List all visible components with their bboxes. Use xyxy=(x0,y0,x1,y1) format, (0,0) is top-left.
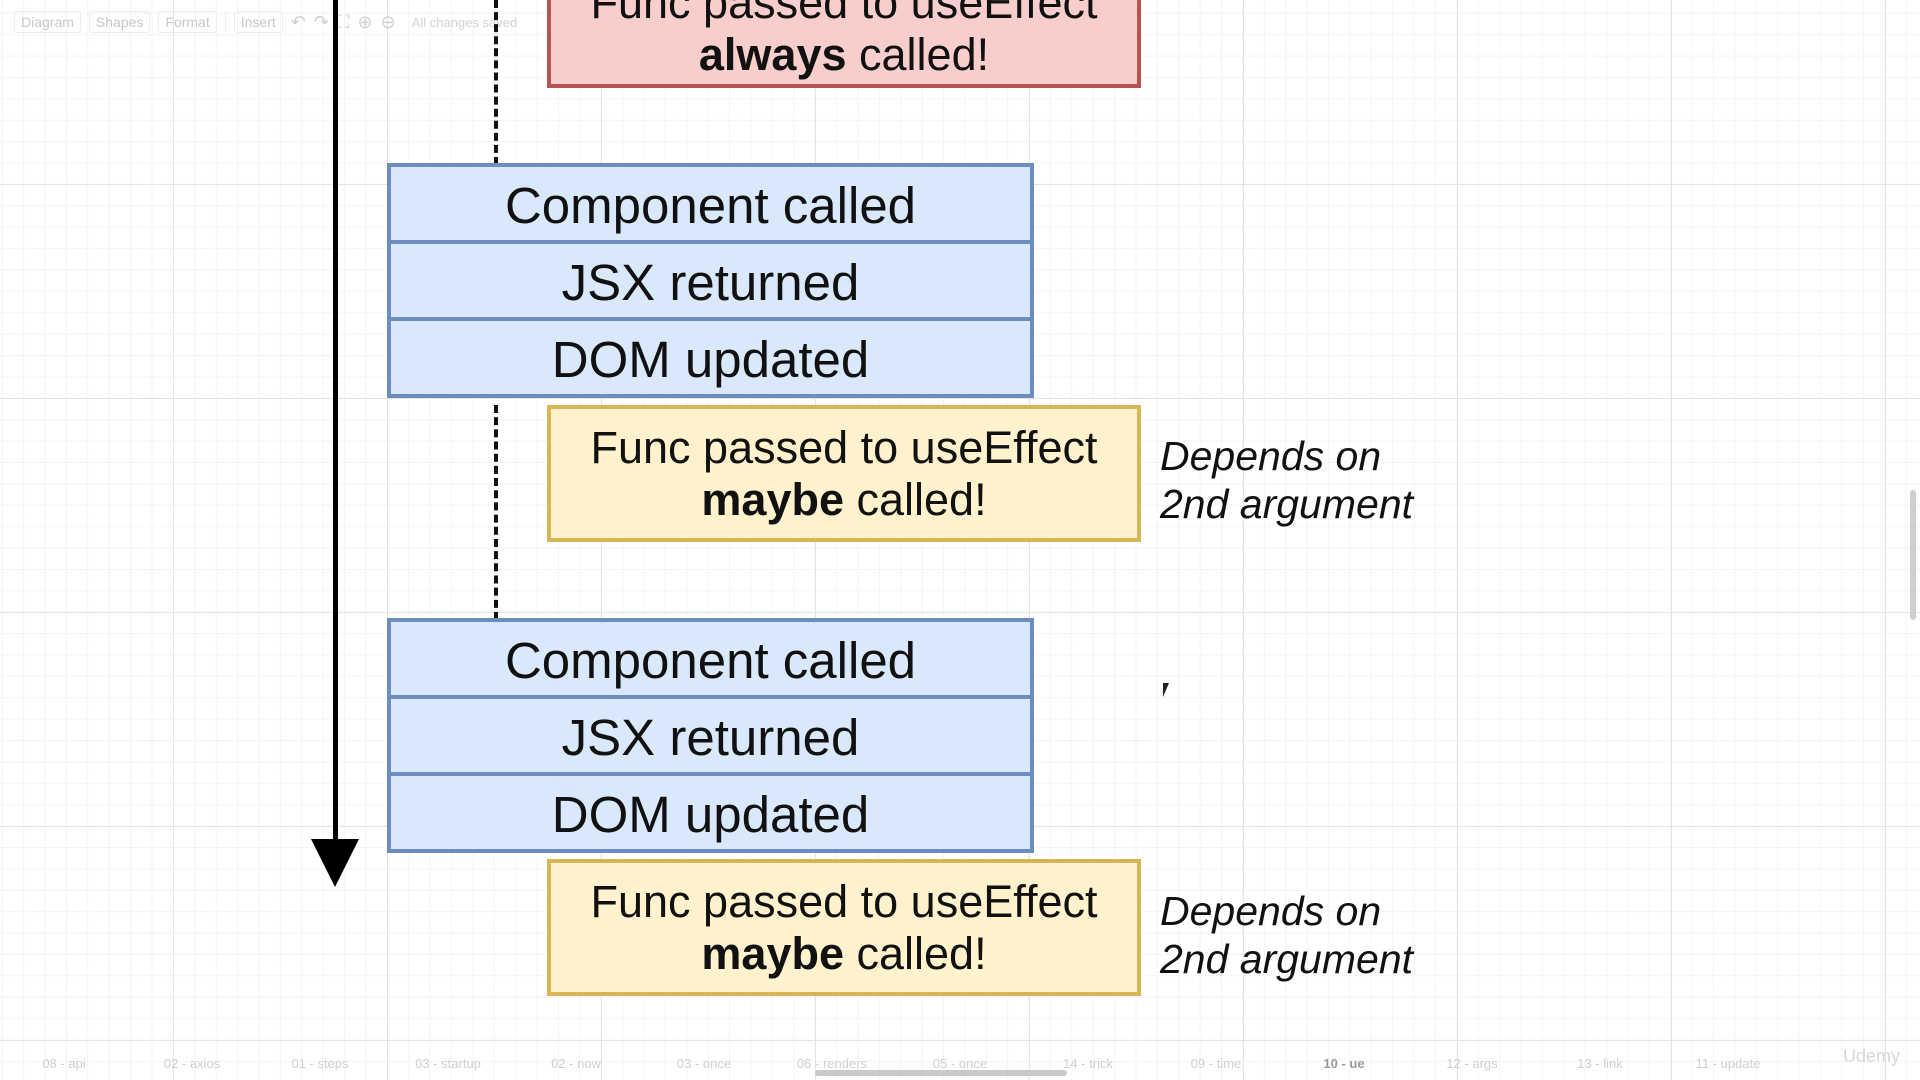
jsx-returned-box[interactable]: JSX returned xyxy=(387,240,1034,321)
page-tab[interactable]: 11 - update xyxy=(1695,1055,1761,1071)
effect-emphasis: always xyxy=(698,29,847,80)
effect-emphasis: maybe xyxy=(701,473,844,525)
timeline-arrow-head xyxy=(311,839,359,887)
row-label: DOM updated xyxy=(551,331,870,388)
effect-box-maybe[interactable]: Func passed to useEffect maybe called! xyxy=(547,859,1141,996)
dependency-note: Depends on 2nd argument xyxy=(1160,432,1413,528)
effect-rest: called! xyxy=(844,927,987,979)
row-label: DOM updated xyxy=(551,786,870,843)
page-tab[interactable]: 01 - steps xyxy=(291,1055,349,1071)
row-label: JSX returned xyxy=(561,709,860,766)
zoom-out-icon[interactable]: ⊖ xyxy=(380,11,396,32)
udemy-watermark: Udemy xyxy=(1842,1046,1900,1066)
page-tab[interactable]: 08 - api xyxy=(42,1055,86,1071)
page-tab[interactable]: 03 - startup xyxy=(415,1055,481,1071)
render-cycle-1: Component called JSX returned DOM update… xyxy=(387,163,1034,398)
diagram-menu[interactable]: Diagram xyxy=(14,11,81,33)
insert-menu[interactable]: Insert xyxy=(233,11,283,33)
page-tab[interactable]: 02 - now xyxy=(551,1055,601,1071)
vertical-scrollbar[interactable] xyxy=(1910,490,1916,620)
dom-updated-box[interactable]: DOM updated xyxy=(387,317,1034,398)
dashed-connector xyxy=(494,0,498,165)
page-tab[interactable]: 05 - once xyxy=(932,1055,988,1071)
page-tab[interactable]: 03 - once xyxy=(676,1055,732,1071)
undo-icon[interactable]: ↶ xyxy=(290,11,306,32)
fullscreen-icon[interactable]: ⛶ xyxy=(336,11,350,32)
horizontal-scrollbar[interactable] xyxy=(815,1070,1067,1076)
format-menu[interactable]: Format xyxy=(158,11,217,33)
row-label: Component called xyxy=(504,177,917,234)
note-line1: Depends on xyxy=(1160,888,1382,934)
effect-line1: Func passed to useEffect xyxy=(590,0,1098,28)
redo-icon[interactable]: ↷ xyxy=(313,11,329,32)
toolbar-divider xyxy=(224,12,226,32)
page-tab[interactable]: 13 - link xyxy=(1577,1055,1623,1071)
component-called-box[interactable]: Component called xyxy=(387,163,1034,244)
row-label: Component called xyxy=(504,632,917,689)
page-tab[interactable]: 09 - time xyxy=(1190,1055,1242,1071)
dom-updated-box[interactable]: DOM updated xyxy=(387,772,1034,853)
note-line2: 2nd argument xyxy=(1160,936,1414,982)
page-tab[interactable]: 14 - trick xyxy=(1063,1055,1113,1071)
toolbar: Diagram Shapes Format Insert ↶ ↷ ⛶ ⊕ ⊖ A… xyxy=(0,0,694,44)
jsx-returned-box[interactable]: JSX returned xyxy=(387,695,1034,776)
zoom-in-icon[interactable]: ⊕ xyxy=(357,11,373,32)
save-status: All changes saved xyxy=(411,14,518,30)
dependency-note: Depends on 2nd argument xyxy=(1160,887,1413,983)
effect-rest: called! xyxy=(846,29,990,80)
mouse-cursor-icon xyxy=(1163,683,1169,697)
effect-line2: maybe called! xyxy=(701,928,986,980)
page-tabs: 08 - api 02 - axios 01 - steps 03 - star… xyxy=(0,1050,1920,1076)
effect-emphasis: maybe xyxy=(701,927,844,979)
render-cycle-2: Component called JSX returned DOM update… xyxy=(387,618,1034,853)
effect-line1: Func passed to useEffect xyxy=(590,421,1098,473)
effect-box-always[interactable]: Func passed to useEffect always called! xyxy=(547,0,1141,88)
page-tab[interactable]: 12 - args xyxy=(1446,1055,1498,1071)
page-tab[interactable]: 02 - axios xyxy=(163,1055,221,1071)
effect-line1: Func passed to useEffect xyxy=(590,875,1098,927)
dashed-connector xyxy=(494,405,498,620)
row-label: JSX returned xyxy=(561,254,860,311)
effect-line2: always called! xyxy=(699,29,989,81)
timeline-arrow-line xyxy=(333,0,338,845)
note-line2: 2nd argument xyxy=(1160,481,1414,527)
note-line1: Depends on xyxy=(1160,433,1382,479)
effect-rest: called! xyxy=(844,473,987,525)
page-tab-active[interactable]: 10 - ue xyxy=(1323,1055,1365,1071)
shapes-menu[interactable]: Shapes xyxy=(88,11,151,33)
effect-line2: maybe called! xyxy=(701,474,986,526)
effect-box-maybe[interactable]: Func passed to useEffect maybe called! xyxy=(547,405,1141,542)
page-tab[interactable]: 06 - renders xyxy=(796,1055,868,1071)
component-called-box[interactable]: Component called xyxy=(387,618,1034,699)
